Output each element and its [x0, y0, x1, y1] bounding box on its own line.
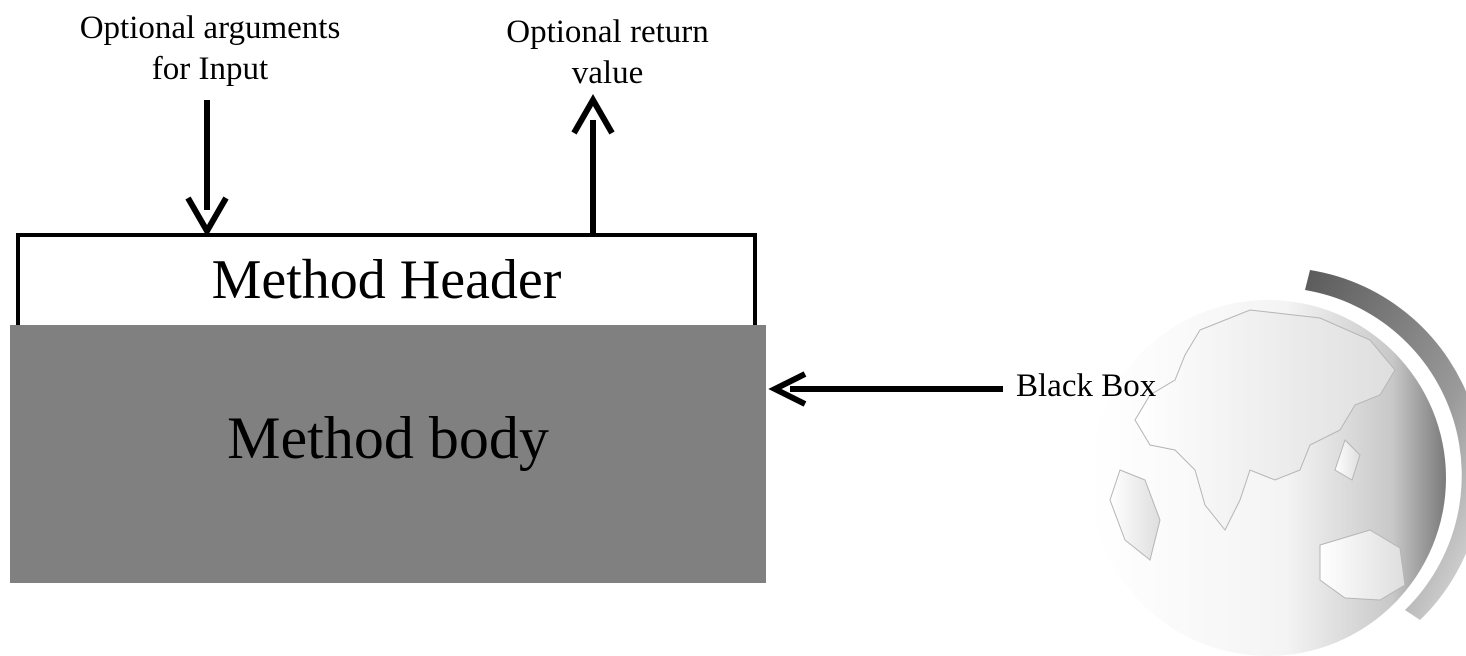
globe-ring: [1305, 270, 1466, 620]
return-arrow: [571, 93, 615, 236]
optional-arguments-label: Optional arguments for Input: [79, 10, 341, 88]
method-body-box: Method body: [10, 325, 766, 583]
input-arrow: [185, 100, 229, 238]
method-header-label: Method Header: [211, 249, 562, 311]
black-box-arrow: [768, 371, 1003, 407]
black-box-label: Black Box: [1016, 368, 1157, 404]
method-body-label: Method body: [227, 405, 549, 471]
globe-land: [1109, 309, 1406, 601]
method-header-box: Method Header: [16, 233, 757, 325]
optional-return-label: Optional return value: [506, 14, 709, 92]
